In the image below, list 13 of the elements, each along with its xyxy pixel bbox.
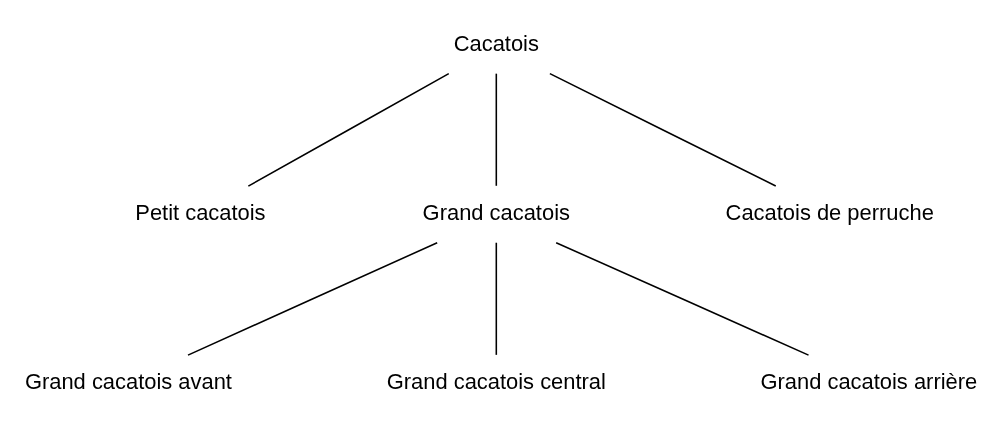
node-text: Petit cacatois [135,199,266,225]
connector [555,241,810,356]
connector [495,241,498,356]
connector [247,72,450,187]
node-text: Grand cacatois avant [24,368,232,394]
connector [549,72,777,187]
connector [187,241,438,356]
node-text: Cacatois de perruche [725,199,934,225]
node-text: Grand cacatois arrière [760,368,978,394]
node-text: Cacatois [453,30,539,56]
connector [495,72,498,187]
node-text: Grand cacatois central [386,368,606,394]
node-text: Grand cacatois [422,199,570,225]
